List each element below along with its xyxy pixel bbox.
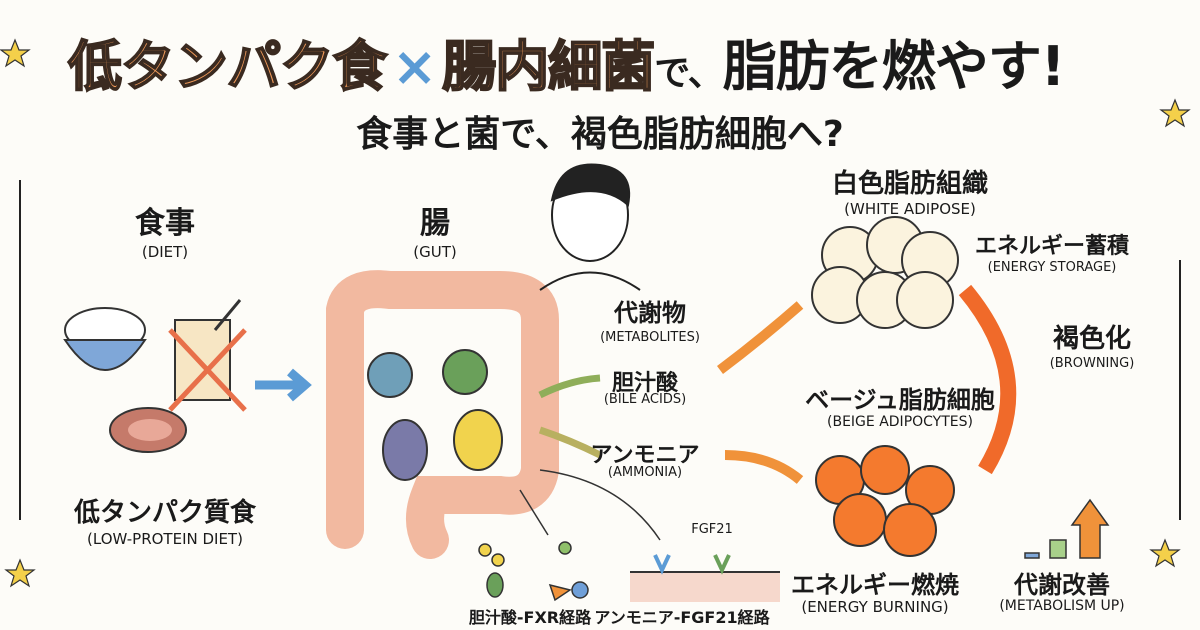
beige-label-en: (BEIGE ADIPOCYTES)	[827, 414, 973, 430]
arrow-to-white	[716, 301, 804, 374]
meat-icon	[109, 407, 187, 453]
drink-cup-crossed-icon	[168, 299, 247, 412]
arrow-to-beige	[724, 450, 804, 484]
energy-burning-label-en: (ENERGY BURNING)	[801, 598, 949, 616]
fgf21-pathway-label: アンモニア-FGF21経路	[594, 608, 770, 627]
metabolism-up-label-en: (METABOLISM UP)	[999, 598, 1125, 614]
metabolites-label-en: (METABOLITES)	[600, 330, 700, 345]
title-gut-bacteria: 腸内細菌	[441, 34, 656, 99]
energy-storage-label-en: (ENERGY STORAGE)	[987, 260, 1117, 275]
main-title: 低タンパク食×腸内細菌で、脂肪を燃やす!	[67, 22, 1066, 101]
energy-burning-label: エネルギー燃焼	[791, 571, 959, 599]
gut-label: 腸	[420, 206, 450, 241]
rice-bowl-icon	[63, 307, 147, 371]
bile-acids-label: 胆汁酸	[611, 371, 679, 396]
fxr-pathway-icon	[478, 541, 589, 602]
fgf21-pathway-icon	[630, 554, 780, 602]
arrow-to-bile	[538, 374, 601, 399]
diet-label-en: (DIET)	[141, 243, 189, 261]
bacteria	[367, 349, 503, 481]
fgf21-label: FGF21	[691, 522, 733, 537]
low-protein-label-en: (LOW-PROTEIN DIET)	[87, 530, 243, 548]
gut-label-en: (GUT)	[413, 243, 457, 261]
person-icon	[539, 163, 641, 291]
low-protein-label: 低タンパク質食	[73, 498, 257, 528]
times-icon: ×	[392, 35, 437, 98]
frame	[19, 180, 1181, 520]
bile-acids-label-en: (BILE ACIDS)	[603, 392, 687, 407]
fxr-pathway-label: 胆汁酸-FXR経路	[468, 608, 592, 627]
browning-label-en: (BROWNING)	[1049, 356, 1135, 371]
title-low-protein: 低タンパク食	[67, 34, 388, 99]
gut-intestine	[326, 270, 559, 559]
diet-label: 食事	[135, 206, 195, 241]
arrow-diet-to-gut	[255, 368, 312, 402]
title-burn-fat: 脂肪を燃やす!	[722, 35, 1066, 98]
beige-cells	[815, 445, 955, 557]
metabolism-up-label: 代謝改善	[1014, 571, 1110, 599]
arrow-to-ammonia	[538, 426, 602, 459]
metabolism-bars-icon	[1024, 498, 1110, 559]
metabolites-label: 代謝物	[614, 299, 686, 327]
ammonia-label-en: (AMMONIA)	[607, 465, 683, 480]
beige-label: ベージュ脂肪細胞	[805, 386, 995, 414]
star-decorations	[0, 38, 1191, 588]
energy-storage-label: エネルギー蓄積	[974, 234, 1130, 259]
arrow-browning	[958, 284, 1017, 475]
ammonia-label: アンモニア	[590, 443, 700, 468]
white-fat-cells	[811, 216, 959, 329]
white-adipose-label: 白色脂肪組織	[831, 169, 989, 199]
subtitle: 食事と菌で、褐色脂肪細胞へ?	[356, 114, 844, 155]
title-de: で、	[654, 53, 724, 94]
white-adipose-label-en: (WHITE ADIPOSE)	[844, 200, 976, 218]
browning-label: 褐色化	[1052, 324, 1132, 354]
